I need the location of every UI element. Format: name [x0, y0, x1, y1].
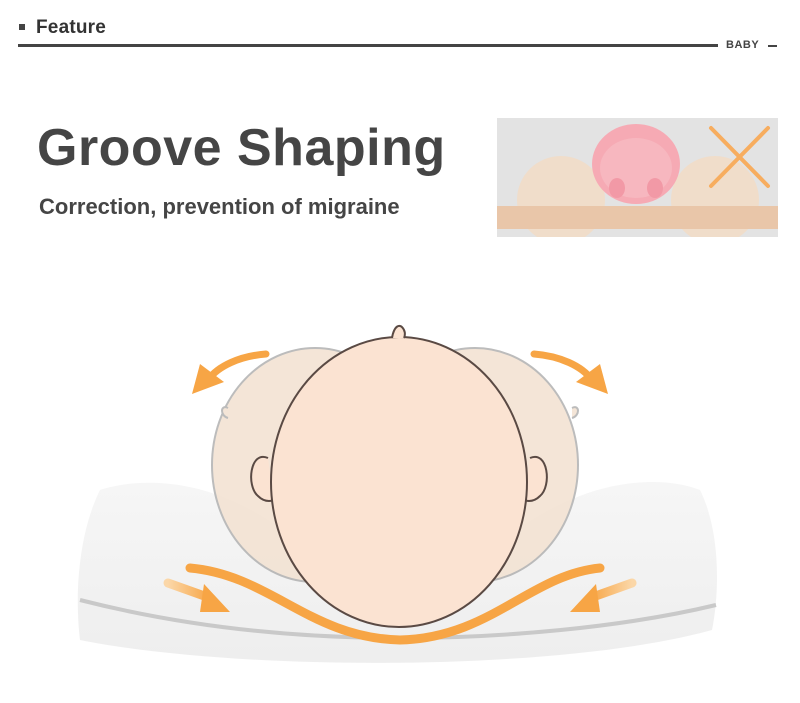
- header-divider: [18, 44, 718, 47]
- bullet-square-icon: [19, 24, 25, 30]
- page-subtitle: Correction, prevention of migraine: [39, 194, 400, 219]
- page-title: Groove Shaping: [37, 119, 446, 177]
- push-arrow-icon-right: [570, 578, 637, 612]
- header-divider-end: [768, 45, 777, 47]
- section-title: Feature: [36, 17, 107, 38]
- groove-curve: [185, 563, 605, 645]
- groove-pillow-illustration: [60, 300, 740, 690]
- push-arrow-icon-left: [163, 578, 230, 612]
- mattress-bar: [497, 206, 778, 229]
- section-tag: BABY: [726, 39, 760, 51]
- baby-head: [250, 324, 548, 628]
- wrong-position-illustration: [497, 118, 778, 237]
- curved-arrow-icon-left: [192, 350, 270, 394]
- curved-arrow-icon-right: [530, 350, 608, 394]
- section-header: Feature BABY: [18, 14, 782, 54]
- hair-tuft: [391, 324, 406, 339]
- cross-icon: [709, 126, 770, 188]
